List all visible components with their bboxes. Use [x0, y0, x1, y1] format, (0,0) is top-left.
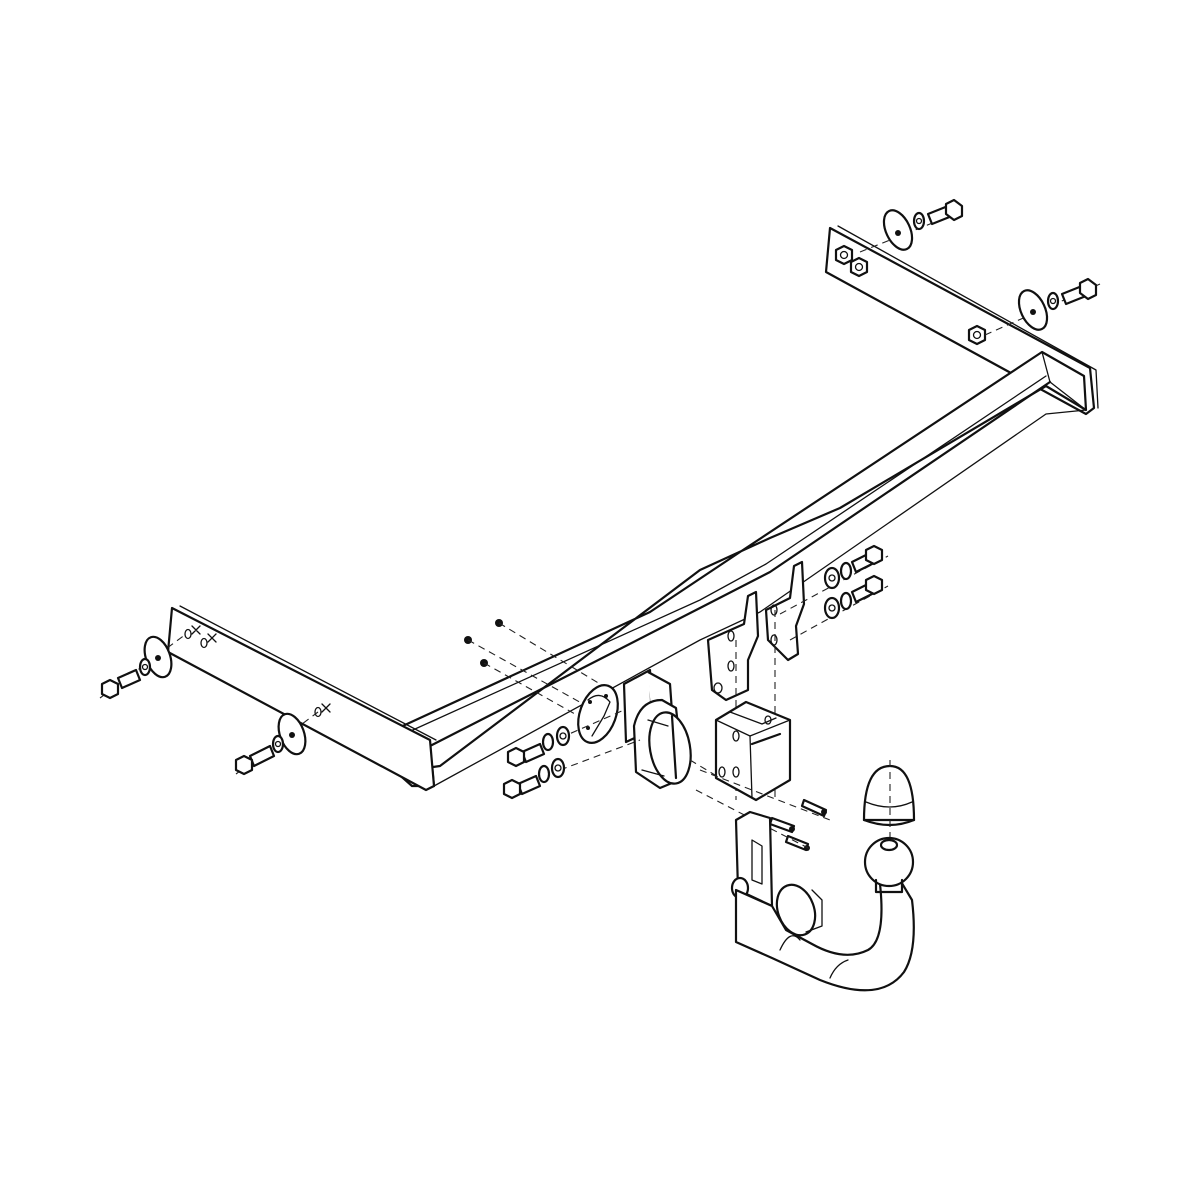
- socket: [632, 698, 741, 791]
- left-mount-bolts: [99, 633, 319, 776]
- right-mount-bolts: [859, 198, 1101, 336]
- pins: [695, 769, 831, 852]
- ball-neck: [730, 810, 915, 992]
- receiver-housing: [714, 700, 792, 802]
- center-bolts: [502, 709, 641, 800]
- left-side-arm: [166, 605, 437, 792]
- right-arm-nuts: [834, 244, 987, 346]
- rear-bolts: [779, 544, 889, 641]
